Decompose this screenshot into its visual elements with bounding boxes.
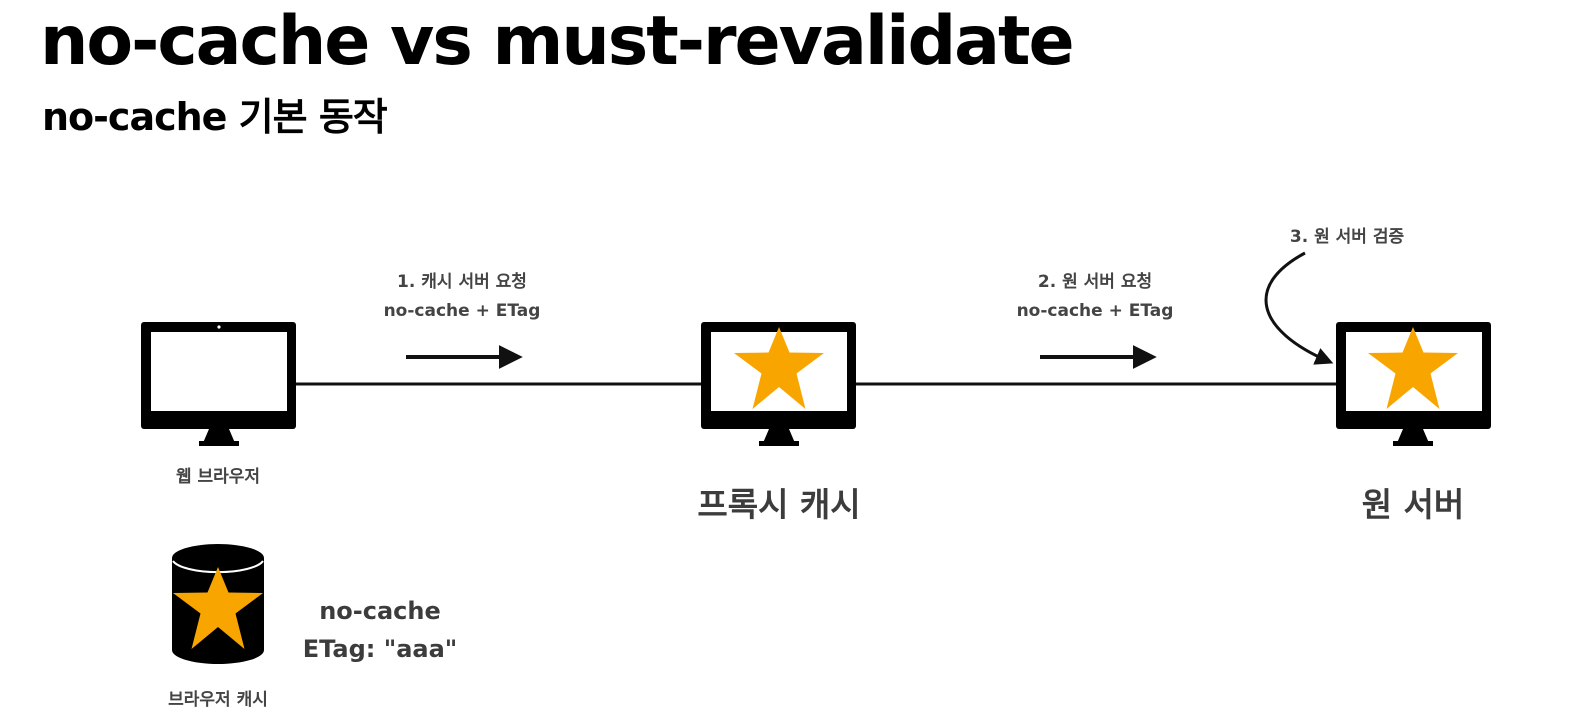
cache-entry-meta: no-cache ETag: "aaa" bbox=[290, 592, 470, 668]
page-subtitle: no-cache 기본 동작 bbox=[42, 95, 388, 139]
origin-server-icon bbox=[1336, 322, 1491, 446]
step2-label: 2. 원 서버 요청 no-cache + ETag bbox=[995, 268, 1195, 326]
web-browser-label: 웹 브라우저 bbox=[175, 467, 261, 487]
cache-directive: no-cache bbox=[319, 597, 441, 625]
step2-title: 2. 원 서버 요청 bbox=[1037, 272, 1153, 292]
page-title: no-cache vs must-revalidate bbox=[40, 2, 1075, 81]
web-browser-icon bbox=[141, 322, 296, 446]
star-icon bbox=[734, 327, 824, 409]
step1-title: 1. 캐시 서버 요청 bbox=[397, 272, 527, 292]
step1-label: 1. 캐시 서버 요청 no-cache + ETag bbox=[362, 268, 562, 326]
origin-server-label: 원 서버 bbox=[1361, 485, 1465, 524]
browser-cache-label: 브라우저 캐시 bbox=[168, 690, 268, 710]
proxy-cache-icon bbox=[701, 322, 856, 446]
step2-headers: no-cache + ETag bbox=[1016, 301, 1174, 321]
star-icon bbox=[1368, 327, 1458, 409]
browser-cache-db-icon bbox=[172, 544, 264, 664]
star-icon bbox=[173, 567, 263, 649]
step3-label: 3. 원 서버 검증 bbox=[1289, 227, 1405, 247]
cache-etag: ETag: "aaa" bbox=[302, 635, 458, 663]
step1-headers: no-cache + ETag bbox=[383, 301, 541, 321]
proxy-cache-label: 프록시 캐시 bbox=[697, 485, 861, 524]
step3-arrow bbox=[1264, 251, 1334, 365]
